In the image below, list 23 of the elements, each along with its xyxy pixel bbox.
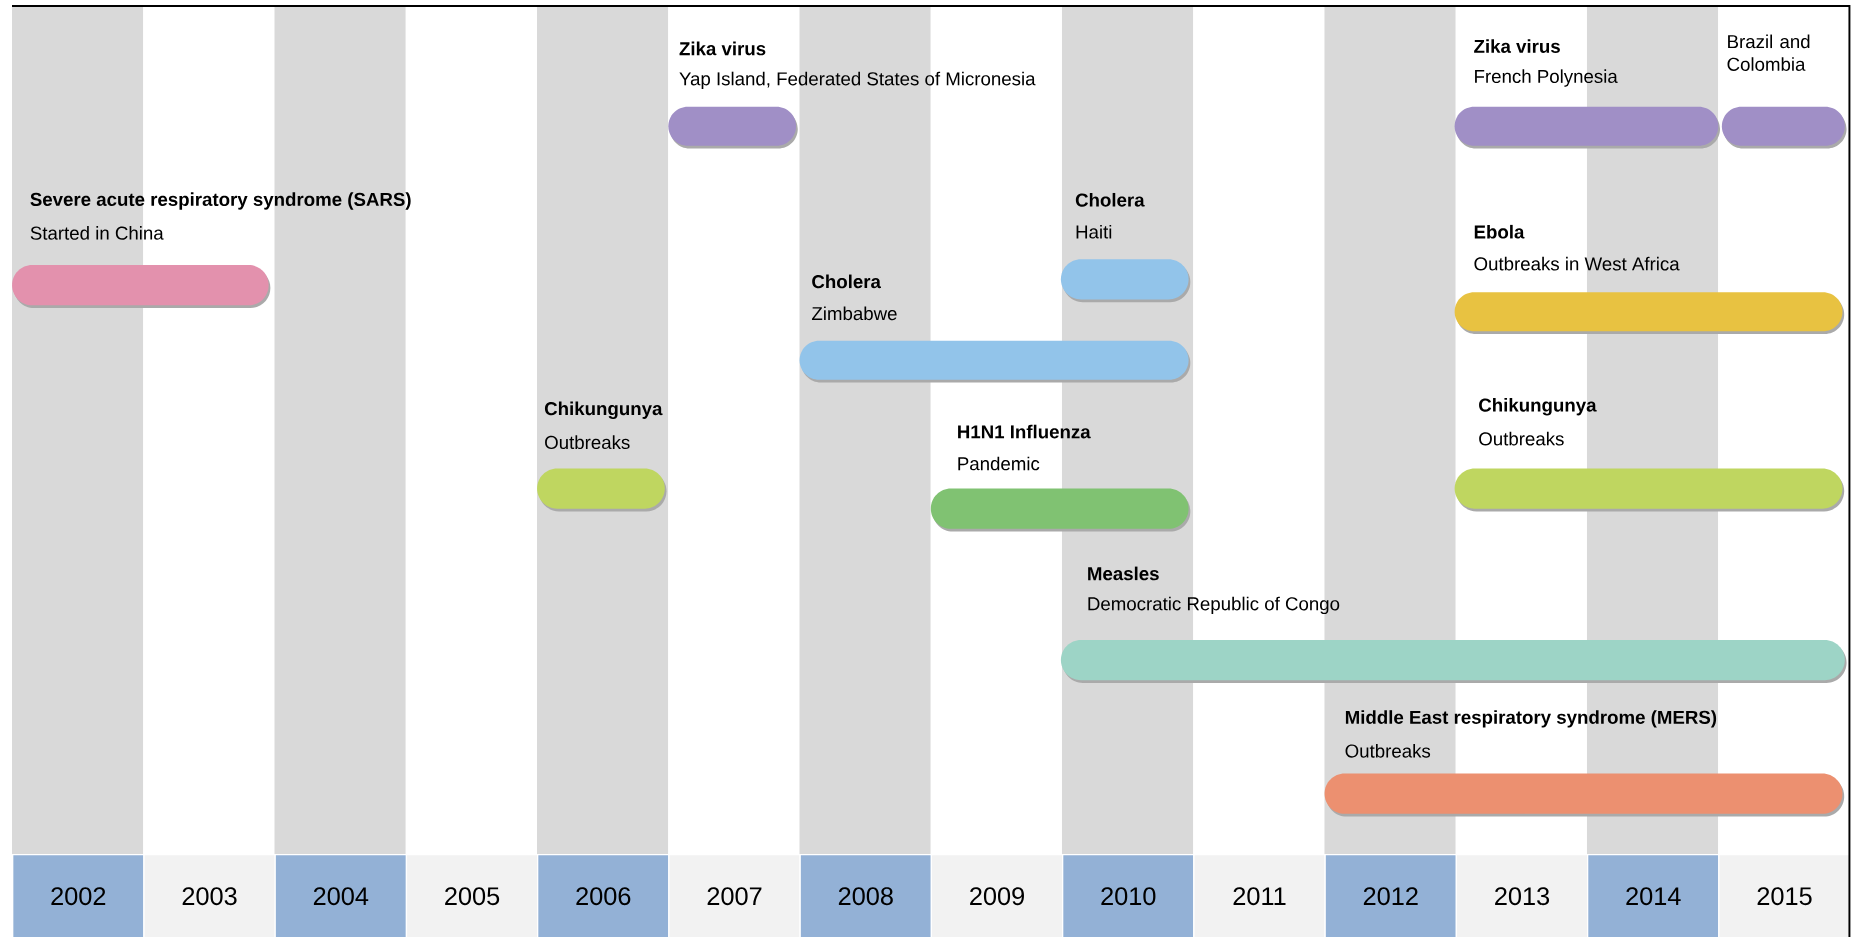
event-location: Outbreaks <box>1479 431 1564 446</box>
event-title: Chikungunya <box>544 401 663 419</box>
event-location: Democratic Republic of Congo <box>1088 596 1340 615</box>
event-title: Zika virus <box>679 41 766 56</box>
event-title: H1N1 Influenza <box>958 424 1091 439</box>
event-title: Cholera <box>812 274 881 289</box>
event-location: Outbreaks <box>1345 743 1431 758</box>
event-location: Outbreaks <box>545 435 630 450</box>
event-location: French Polynesia <box>1475 69 1618 87</box>
event-title: Severe acute respiratory syndrome (SARS) <box>30 192 411 210</box>
event-title: Measles <box>1088 566 1159 581</box>
event-label: Brazil and Colombia <box>1727 34 1810 71</box>
event-location: Yap Island, Federated States of Micronesia <box>679 71 1036 90</box>
event-location: Outbreaks in West Africa <box>1474 256 1680 271</box>
event-location: Zimbabwe <box>812 306 897 321</box>
event-location: Haiti <box>1076 224 1112 239</box>
event-title: Chikungunya <box>1479 398 1597 416</box>
event-title: Ebola <box>1474 224 1525 239</box>
event-location: Pandemic <box>958 456 1040 471</box>
event-title: Cholera <box>1075 192 1145 207</box>
event-title: Zika virus <box>1474 39 1560 53</box>
event-title: Middle East respiratory syndrome (MERS) <box>1345 710 1717 728</box>
event-location: Started in China <box>30 226 164 240</box>
